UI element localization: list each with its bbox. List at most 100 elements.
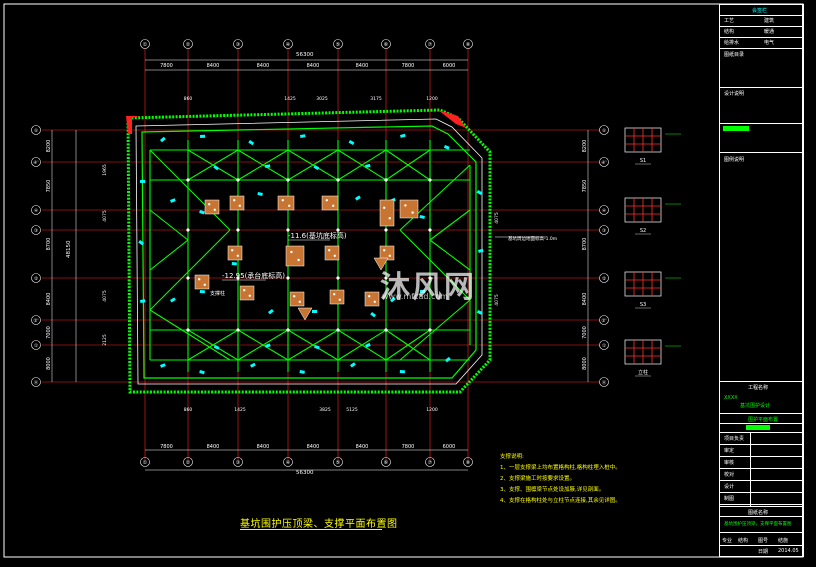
- axis-label-left-4: ②: [34, 276, 38, 282]
- top-offset-4: 1200: [426, 96, 438, 102]
- brace-8: [199, 370, 205, 375]
- notes-line-3: 3、支撑、围檩梁节点处设加腋,详见剖面。: [500, 487, 605, 493]
- axis-label-right-6: ①: [602, 343, 606, 349]
- pile-14-b: [213, 208, 216, 211]
- inner-left-0: 1965: [102, 164, 108, 176]
- brace-25: [199, 290, 205, 294]
- right-span-4: 7000: [582, 326, 588, 339]
- axis-bubble-bottom-4: [333, 457, 343, 467]
- beam-33: [187, 329, 239, 361]
- bottom-span-0: 7800: [160, 444, 173, 450]
- brace-29: [265, 164, 271, 168]
- tb-header: 会签栏: [752, 8, 768, 14]
- pile-cap-4: [399, 199, 419, 219]
- axis-bubble-top-7: [463, 39, 473, 49]
- bottom-span-6: 6000: [443, 444, 456, 450]
- top-total-dimension: 56300: [296, 52, 314, 58]
- notes-line-4: 4、支撑在格构柱处与立柱节点连接,其余见详图。: [500, 498, 621, 504]
- pile-13-b: [373, 300, 376, 303]
- axis-bubble-top-2: [233, 39, 243, 49]
- brace-5: [400, 133, 406, 138]
- tb-field-row-0: [720, 444, 802, 445]
- pile-cap-tri-1: [373, 257, 389, 271]
- axis-label-bottom-5: ⑥: [384, 460, 389, 466]
- axis-bubble-left-7: [31, 377, 41, 387]
- brace-40: [312, 310, 317, 313]
- brace-36: [257, 192, 263, 196]
- tb-field-0: 项目负责: [724, 436, 745, 442]
- top-offset-2: 3025: [316, 96, 328, 102]
- brace-39: [267, 308, 274, 315]
- pile-2-b: [238, 204, 241, 207]
- brace-37: [355, 195, 361, 201]
- watermark-brand: 沐风网: [380, 270, 476, 305]
- tb-bottom-4: 结施: [778, 538, 789, 544]
- axis-label-left-0: ⑤: [34, 128, 38, 134]
- axis-bubble-left-3: [31, 225, 41, 235]
- pile-cap-5: [227, 245, 243, 261]
- tb-field-5: 制图: [724, 496, 735, 502]
- beam-36: [337, 329, 387, 361]
- axis-bubble-right-0: [599, 125, 609, 135]
- top-offset-0: 860: [184, 96, 193, 102]
- beam-6: [149, 309, 231, 361]
- tb-vertical-divider: [750, 432, 751, 506]
- tb-row-5: 给排水: [724, 40, 740, 46]
- lattice-column-6: [236, 276, 240, 280]
- bracing-symbols: [138, 133, 484, 375]
- title-block: 会签栏 工艺 建筑 结构 暖通 给排水 电气 图纸目录 设计说明 图例说明 工程…: [719, 4, 803, 557]
- axis-label-bottom-1: ②: [186, 460, 191, 466]
- brace-12: [399, 370, 405, 374]
- axis-bubble-top-5: [381, 39, 391, 49]
- tb-bottom-6: 2014.05: [778, 548, 799, 554]
- lattice-column-18: [384, 276, 388, 280]
- beam-27: [385, 149, 431, 181]
- brace-0: [159, 136, 166, 143]
- tb-field-row-3: [720, 480, 802, 481]
- brace-26: [390, 296, 396, 303]
- top-span-6: 6000: [443, 63, 456, 69]
- brace-23: [419, 215, 425, 219]
- brace-33: [265, 343, 271, 348]
- pile-caps: [194, 195, 419, 321]
- notes-line-2: 2、支撑梁施工时按要求设置。: [500, 476, 576, 482]
- axis-label-bottom-6: ⑦: [428, 460, 433, 466]
- left-span-5: 8000: [46, 357, 52, 370]
- beam-4: [149, 149, 231, 231]
- axis-bubble-bottom-2: [233, 457, 243, 467]
- lattice-column-9: [286, 228, 290, 232]
- lattice-column-22: [428, 276, 432, 280]
- pile-4-a: [404, 204, 407, 207]
- top-span-3: 8400: [307, 63, 320, 69]
- lattice-column-0: [186, 178, 190, 182]
- beam-38: [149, 209, 189, 241]
- axis-bubble-top-6: [425, 39, 435, 49]
- axis-bubble-left-6: [31, 340, 41, 350]
- axis-bubble-left-4: [31, 273, 41, 283]
- lattice-column-3: [186, 328, 190, 332]
- axis-label-right-0: ⑤: [602, 128, 606, 134]
- brace-24: [170, 297, 176, 303]
- axis-label-right-3: ③: [602, 228, 606, 234]
- axis-label-bottom-0: ①: [143, 460, 148, 466]
- pile-2-a: [233, 199, 236, 202]
- pile-8-b: [388, 254, 391, 257]
- notes-heading: 支撑说明:: [500, 454, 524, 460]
- lattice-column-20: [428, 178, 432, 182]
- brace-11: [350, 362, 356, 368]
- tb-bottom-3: 图号: [758, 538, 769, 544]
- pile-cap-2: [229, 195, 245, 211]
- right-span-5: 8000: [582, 357, 588, 370]
- pile-cap-10: [239, 285, 255, 301]
- axis-label-top-6: ⑦: [428, 42, 433, 48]
- axis-bubble-right-7: [599, 377, 609, 387]
- pile-12-a: [333, 293, 336, 296]
- beam-41: [429, 239, 471, 271]
- brace-6: [443, 144, 450, 150]
- pile-6-a: [290, 250, 293, 254]
- left-span-1: 7850: [46, 180, 52, 193]
- beam-24: [237, 149, 289, 181]
- axis-label-bottom-3: ④: [286, 460, 291, 466]
- bottom-offset-2: 3825: [319, 407, 331, 413]
